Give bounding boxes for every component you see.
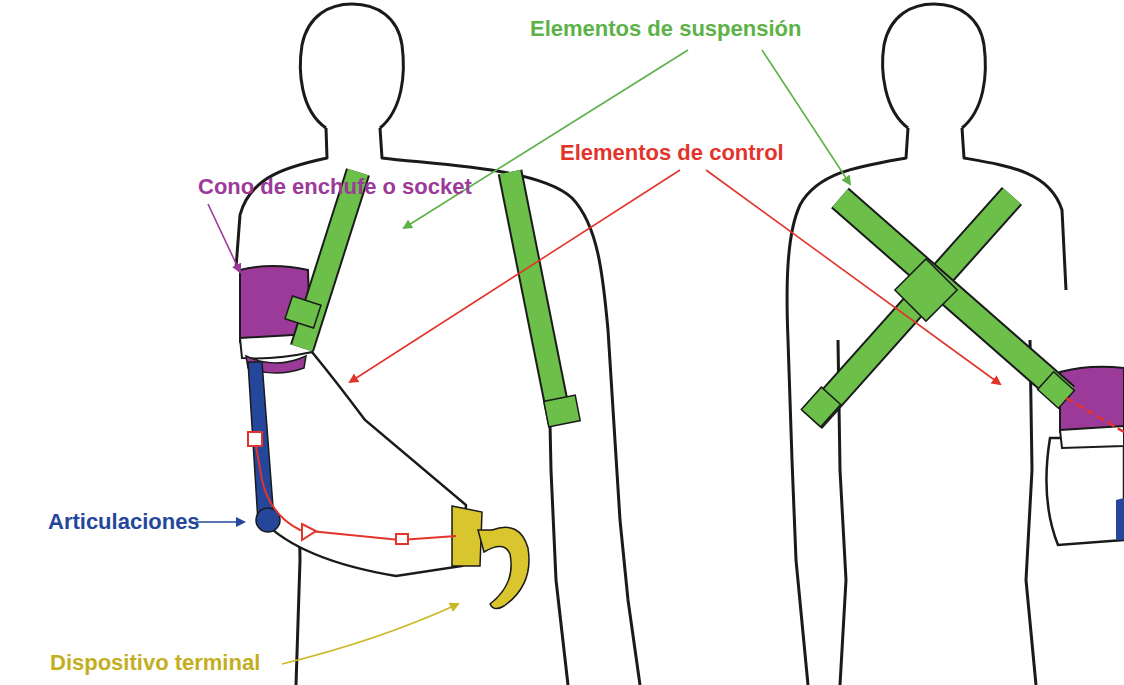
control-cable-back [1066,398,1124,432]
neck [352,128,353,150]
cable-guide [302,524,316,540]
forearm [256,352,466,576]
hook [478,527,529,608]
socket-label: Cono de enchufe o socket [198,174,472,200]
back-silhouette [787,4,1066,685]
head [883,4,986,128]
cable-anchor [248,432,262,446]
right-shoulder-arm [380,128,640,685]
wrist-unit [452,506,482,566]
leader-suspension-front [404,50,688,228]
leader-control-front [350,170,680,382]
control-cable [248,432,456,544]
control-label: Elementos de control [560,140,784,166]
leaders [196,50,1000,664]
cable-hanger [396,534,408,544]
joint-back [1116,498,1124,540]
harness-back [801,196,1074,427]
head [300,4,403,128]
socket-band-back [1060,426,1124,448]
leader-socket [208,204,240,272]
front-silhouette [236,4,640,685]
terminal-label: Dispositivo terminal [50,650,260,676]
joints-label: Articulaciones [48,509,200,535]
socket-back [1060,367,1124,432]
cable [256,446,456,540]
suspension-label: Elementos de suspensión [530,16,801,42]
elbow-bar [248,362,274,522]
leader-control-back [706,170,1000,384]
torso-right [1026,340,1036,685]
forearm-back [1046,438,1124,545]
leader-terminal [282,604,458,664]
leader-joints [196,521,244,523]
